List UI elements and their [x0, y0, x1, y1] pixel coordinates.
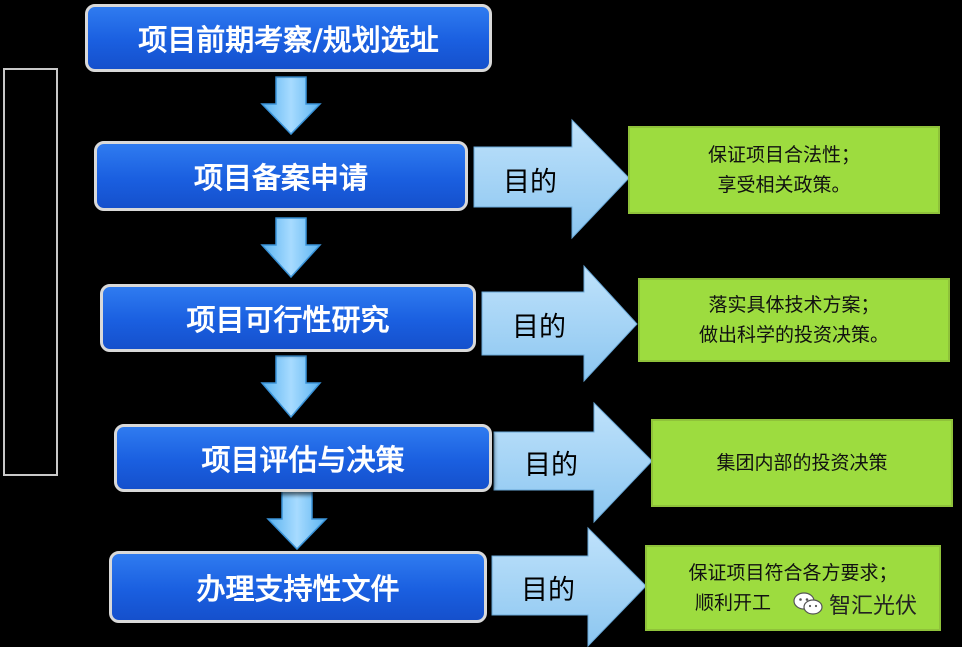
goal-4-line-2: 顺利开工 [694, 592, 771, 614]
down-arrow-1 [260, 76, 322, 136]
watermark-text: 智汇光伏 [829, 594, 918, 619]
purpose-label-1: 目的 [503, 167, 557, 198]
down-arrow-2 [260, 217, 322, 279]
right-arrow-4 [491, 526, 647, 647]
purpose-label-2: 目的 [512, 312, 566, 343]
step-2-filing-application: 项目备案申请 [94, 141, 468, 211]
watermark: 智汇光伏 [793, 588, 917, 620]
down-arrow-4 [266, 490, 328, 551]
step-4-evaluation-decision: 项目评估与决策 [114, 424, 492, 492]
goal-1-line-1: 保证项目合法性； [707, 144, 860, 166]
goal-box-4: 保证项目符合各方要求； 顺利开工 [645, 545, 941, 631]
goal-box-1: 保证项目合法性； 享受相关政策。 [628, 126, 940, 214]
right-arrow-3 [493, 401, 653, 524]
step-3-label: 项目可行性研究 [186, 303, 390, 337]
purpose-label-3: 目的 [524, 450, 578, 481]
step-1-site-selection: 项目前期考察/规划选址 [85, 4, 492, 72]
right-arrow-2 [481, 264, 638, 383]
step-2-label: 项目备案申请 [193, 161, 368, 195]
purpose-label-4: 目的 [521, 575, 575, 606]
step-4-label: 项目评估与决策 [201, 443, 405, 477]
step-5-supporting-documents: 办理支持性文件 [109, 551, 487, 623]
goal-2-line-2: 做出科学的投资决策。 [698, 324, 889, 346]
goal-3-line-1: 集团内部的投资决策 [716, 452, 888, 474]
right-arrow-1 [473, 118, 630, 240]
side-bracket-box [3, 68, 58, 476]
step-3-feasibility-study: 项目可行性研究 [100, 284, 476, 352]
goal-2-line-1: 落实具体技术方案； [708, 294, 880, 316]
goal-box-2: 落实具体技术方案； 做出科学的投资决策。 [638, 278, 950, 362]
goal-box-3: 集团内部的投资决策 [651, 419, 953, 507]
goal-1-line-2: 享受相关政策。 [717, 174, 851, 196]
step-1-label: 项目前期考察/规划选址 [138, 23, 439, 57]
step-5-label: 办理支持性文件 [196, 572, 400, 606]
wechat-icon [793, 592, 823, 615]
goal-4-line-1: 保证项目符合各方要求； [688, 562, 898, 584]
down-arrow-3 [260, 355, 322, 419]
